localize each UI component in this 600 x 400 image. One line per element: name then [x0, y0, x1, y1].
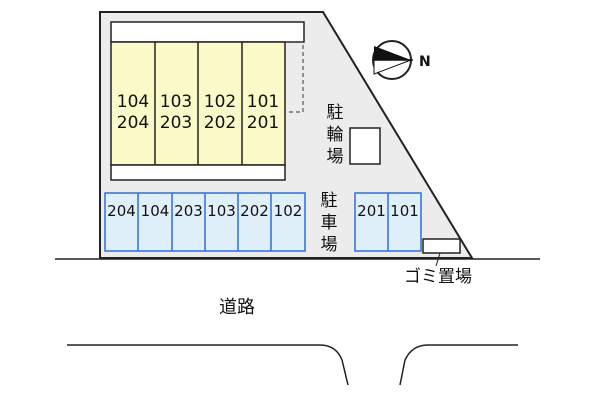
bicycle-parking-char-2: 輪: [327, 125, 344, 145]
parking-left: 204 104 203 103 202 102: [104, 192, 306, 252]
unit-203: 203: [160, 113, 192, 133]
road-far-edge-left: [67, 344, 349, 386]
walkway: [110, 21, 305, 43]
parking-space-103: 103: [207, 202, 236, 220]
building: 104 204 103 203 102 202 101 201: [110, 41, 286, 181]
bicycle-parking-char-3: 場: [327, 147, 344, 167]
unit-103: 103: [160, 92, 192, 112]
parking-space-201: 201: [357, 202, 386, 220]
parking-label-char-1: 駐: [321, 191, 338, 211]
unit-104: 104: [117, 92, 149, 112]
north-label: N: [419, 54, 431, 70]
parking-space-102: 102: [274, 202, 303, 220]
bicycle-parking: 駐 輪 場: [327, 103, 381, 167]
unit-101: 101: [247, 92, 279, 112]
parking-space-202: 202: [240, 202, 269, 220]
road-far-edge-right: [399, 344, 518, 386]
parking-space-204: 204: [107, 202, 136, 220]
unit-204: 204: [117, 113, 149, 133]
parking-label-char-3: 場: [321, 235, 338, 255]
unit-201: 201: [247, 113, 279, 133]
parking-space-203: 203: [174, 202, 203, 220]
bicycle-parking-area: [349, 127, 381, 165]
road-label: 道路: [219, 297, 255, 318]
parking-label: 駐 車 場: [321, 191, 338, 255]
garbage-label: ゴミ置場: [404, 266, 472, 287]
parking-right: 201 101: [354, 192, 422, 252]
unit-202: 202: [204, 113, 236, 133]
parking-space-104: 104: [141, 202, 170, 220]
parking-space-101: 101: [390, 202, 419, 220]
compass-north-icon: N: [372, 40, 431, 80]
garbage-station: [422, 238, 461, 254]
parking-label-char-2: 車: [321, 213, 338, 233]
building-lower: [110, 164, 286, 181]
unit-102: 102: [204, 92, 236, 112]
bicycle-parking-char-1: 駐: [327, 103, 344, 123]
